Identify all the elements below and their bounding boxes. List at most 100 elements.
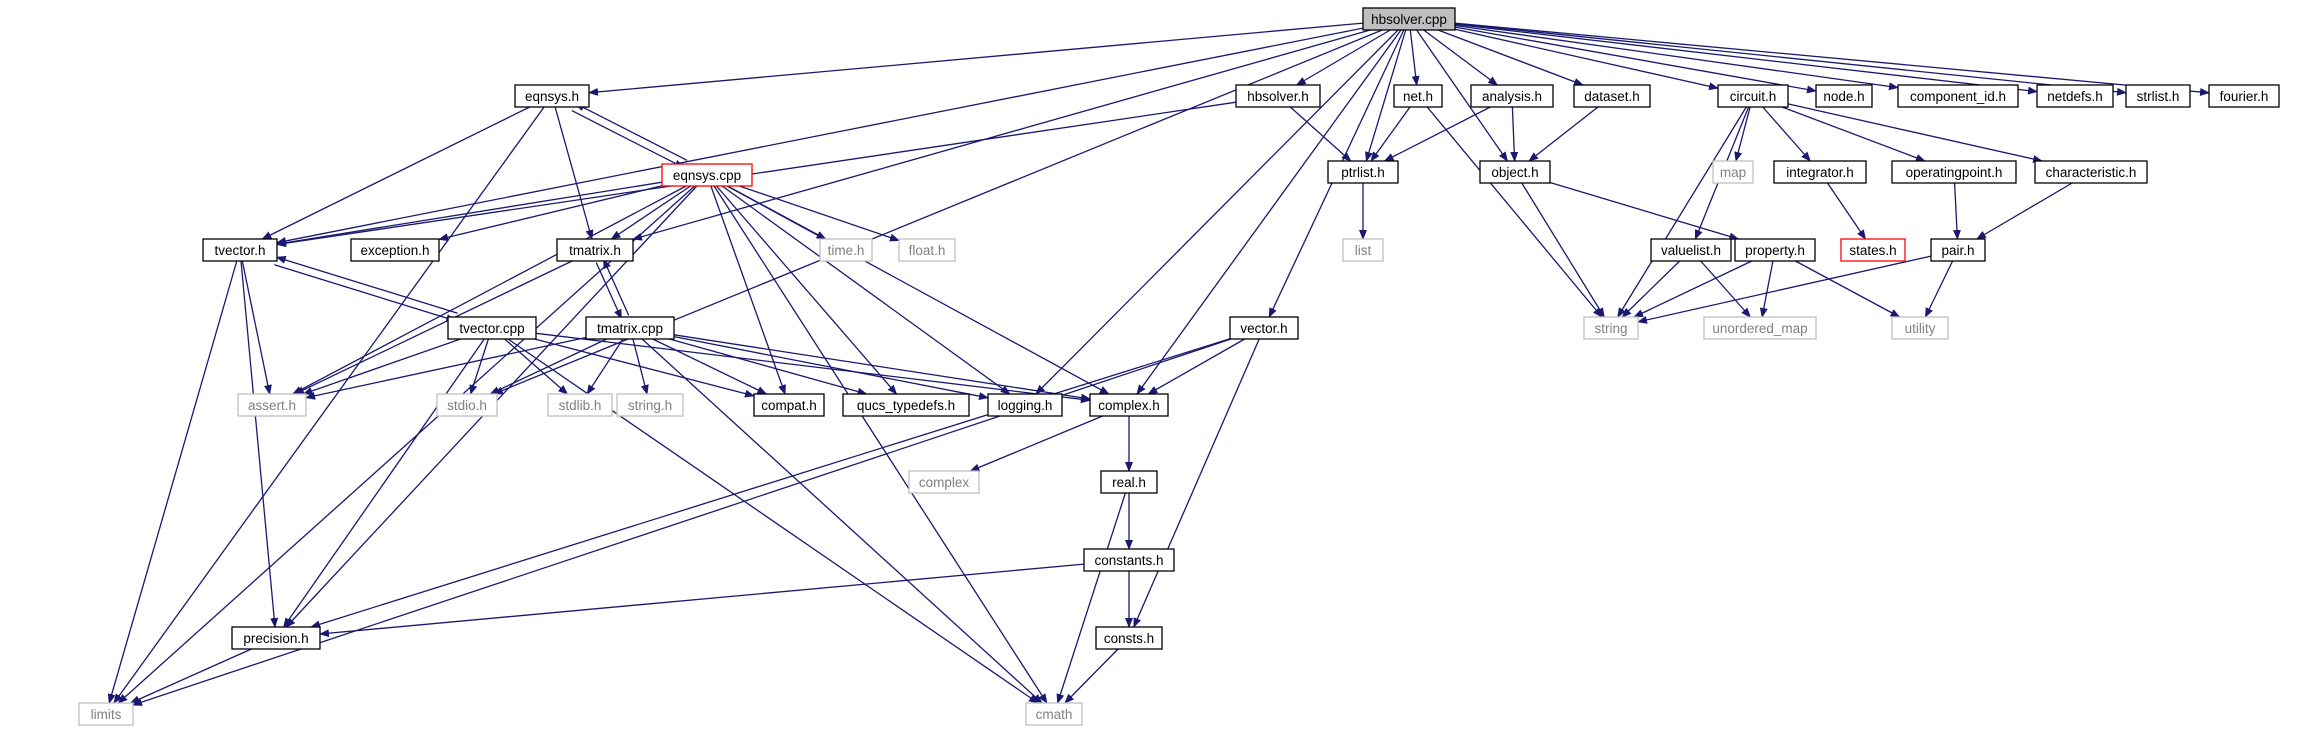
node-limits[interactable]: limits (78, 702, 134, 726)
node-exception-h[interactable]: exception.h (350, 238, 440, 262)
node-valuelist-h[interactable]: valuelist.h (1650, 238, 1732, 262)
node-net-h[interactable]: net.h (1393, 84, 1443, 108)
node-box (436, 393, 498, 417)
node-box (231, 626, 321, 650)
node-box (753, 393, 825, 417)
node-box (616, 393, 684, 417)
edge-hbsolver_cpp-to-tvector_h (276, 27, 1364, 245)
node-label: fourier.h (2220, 89, 2269, 104)
node-tmatrix-cpp[interactable]: tmatrix.cpp (585, 316, 675, 340)
node-hbsolver-h[interactable]: hbsolver.h (1235, 84, 1321, 108)
node-assert-h[interactable]: assert.h (237, 393, 307, 417)
node-eqnsys-h[interactable]: eqnsys.h (514, 84, 590, 108)
node-complex[interactable]: complex (908, 470, 980, 494)
node-box (842, 393, 970, 417)
node-box (1891, 316, 1949, 340)
node-label: constants.h (1094, 553, 1163, 568)
node-circuit-h[interactable]: circuit.h (1717, 84, 1789, 108)
edge-tvector_cpp-to-tvector_h (275, 256, 458, 314)
node-label: cmath (1036, 707, 1073, 722)
node-box (987, 393, 1063, 417)
node-time-h[interactable]: time.h (819, 238, 873, 262)
node-fourier-h[interactable]: fourier.h (2208, 84, 2280, 108)
node-label: map (1720, 165, 1746, 180)
node-box (2125, 84, 2191, 108)
node-pair-h[interactable]: pair.h (1930, 238, 1986, 262)
node-box (237, 393, 307, 417)
node-box (1891, 160, 2017, 184)
node-box (1342, 238, 1384, 262)
node-label: string.h (628, 398, 672, 413)
node-label: complex (919, 475, 970, 490)
node-qucs-typedefs-h[interactable]: qucs_typedefs.h (842, 393, 970, 417)
node-unordered-map[interactable]: unordered_map (1703, 316, 1817, 340)
node-integrator-h[interactable]: integrator.h (1773, 160, 1867, 184)
node-logging-h[interactable]: logging.h (987, 393, 1063, 417)
node-label: circuit.h (1730, 89, 1777, 104)
node-box (1327, 160, 1399, 184)
node-box (1083, 548, 1175, 572)
node-stdio-h[interactable]: stdio.h (436, 393, 498, 417)
edge-complex_h-to-complex (969, 415, 1103, 472)
edge-hbsolver_cpp-to-complex_h (1136, 29, 1402, 395)
node-tvector-cpp[interactable]: tvector.cpp (447, 316, 537, 340)
node-constants-h[interactable]: constants.h (1083, 548, 1175, 572)
node-real-h[interactable]: real.h (1100, 470, 1158, 494)
edge-tvector_cpp-to-complex_h (535, 332, 1091, 404)
node-analysis-h[interactable]: analysis.h (1470, 84, 1554, 108)
node-complex-h[interactable]: complex.h (1089, 393, 1169, 417)
node-component-id-h[interactable]: component_id.h (1897, 84, 2019, 108)
node-box (898, 238, 956, 262)
node-cmath[interactable]: cmath (1025, 702, 1083, 726)
edge-tvector_cpp-to-stdlib_h (504, 338, 569, 395)
edge-hbsolver_cpp-to-eqnsys_h (588, 22, 1364, 96)
edge-operatingpoint_h-to-pair_h (1952, 182, 1961, 240)
node-box (1734, 238, 1816, 262)
node-label: object.h (1491, 165, 1538, 180)
node-netdefs-h[interactable]: netdefs.h (2036, 84, 2114, 108)
node-label: string (1594, 321, 1627, 336)
node-label: characteristic.h (2046, 165, 2137, 180)
edge-real_h-to-cmath (1056, 492, 1127, 704)
node-label: netdefs.h (2047, 89, 2103, 104)
node-stdlib-h[interactable]: stdlib.h (547, 393, 613, 417)
node-precision-h[interactable]: precision.h (231, 626, 321, 650)
edge-circuit_h-to-map (1734, 106, 1751, 162)
node-characteristic-h[interactable]: characteristic.h (2034, 160, 2148, 184)
edge-hbsolver_cpp-to-hbsolver_h (1295, 29, 1391, 86)
node-node-h[interactable]: node.h (1815, 84, 1873, 108)
node-label: logging.h (998, 398, 1053, 413)
node-box (1235, 84, 1321, 108)
node-dataset-h[interactable]: dataset.h (1573, 84, 1651, 108)
node-string-h[interactable]: string.h (616, 393, 684, 417)
edge-object_h-to-property_h (1549, 181, 1740, 241)
edge-hbsolver_cpp-to-net_h (1409, 29, 1420, 86)
node-box (661, 163, 753, 187)
node-float-h[interactable]: float.h (898, 238, 956, 262)
node-vector-h[interactable]: vector.h (1229, 316, 1299, 340)
node-box (908, 470, 980, 494)
node-compat-h[interactable]: compat.h (753, 393, 825, 417)
node-eqnsys-cpp[interactable]: eqnsys.cpp (661, 163, 753, 187)
edge-tmatrix_cpp-to-complex_h (673, 334, 1091, 402)
node-hbsolver-cpp[interactable]: hbsolver.cpp (1362, 7, 1456, 31)
node-object-h[interactable]: object.h (1479, 160, 1551, 184)
node-label: hbsolver.h (1247, 89, 1309, 104)
node-states-h[interactable]: states.h (1840, 238, 1906, 262)
node-tmatrix-h[interactable]: tmatrix.h (556, 238, 634, 262)
node-ptrlist-h[interactable]: ptrlist.h (1327, 160, 1399, 184)
node-tvector-h[interactable]: tvector.h (202, 238, 278, 262)
node-map[interactable]: map (1712, 160, 1754, 184)
edge-eqnsys_cpp-to-float_h (739, 185, 900, 242)
node-box (78, 702, 134, 726)
node-string[interactable]: string (1583, 316, 1639, 340)
node-label: hbsolver.cpp (1371, 12, 1447, 27)
node-list[interactable]: list (1342, 238, 1384, 262)
edge-consts_h-to-cmath (1064, 648, 1119, 704)
node-strlist-h[interactable]: strlist.h (2125, 84, 2191, 108)
node-consts-h[interactable]: consts.h (1095, 626, 1163, 650)
node-utility[interactable]: utility (1891, 316, 1949, 340)
node-property-h[interactable]: property.h (1734, 238, 1816, 262)
node-label: float.h (909, 243, 946, 258)
node-operatingpoint-h[interactable]: operatingpoint.h (1891, 160, 2017, 184)
